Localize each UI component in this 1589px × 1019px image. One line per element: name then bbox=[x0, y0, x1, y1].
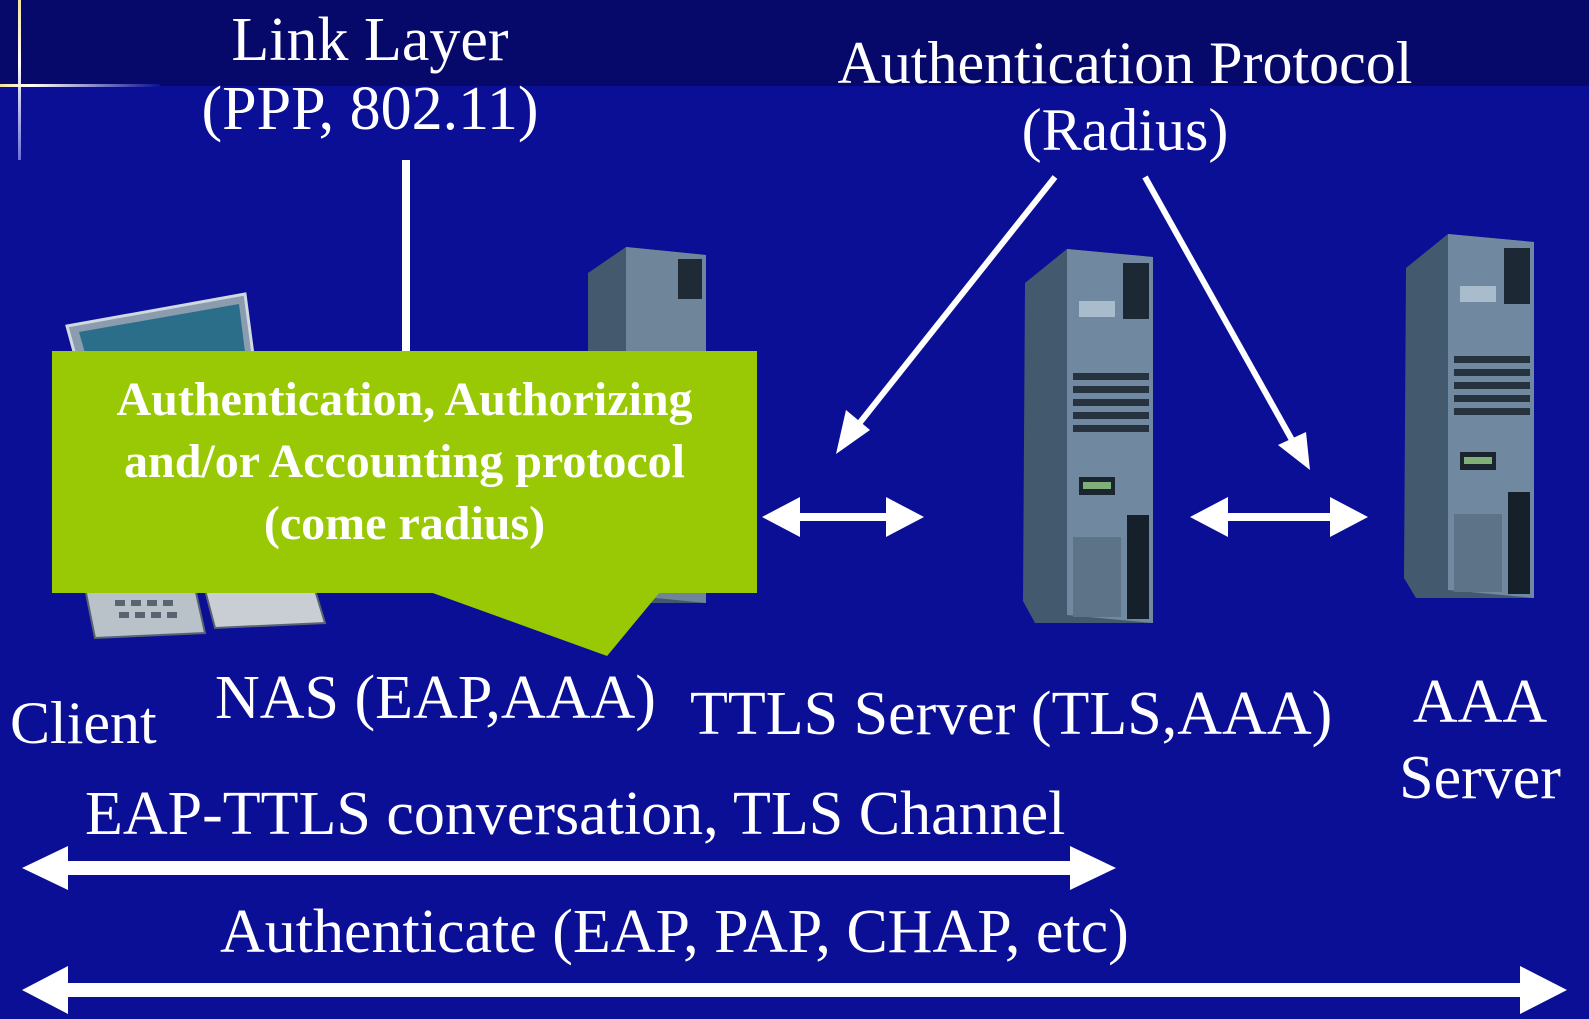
title-band bbox=[0, 0, 1589, 86]
nas-label: NAS (EAP,AAA) bbox=[215, 664, 656, 732]
nas-ttls-double-arrow bbox=[762, 497, 924, 537]
auth-protocol-name: (Radius) bbox=[1021, 97, 1229, 164]
accent-line-horizontal bbox=[0, 84, 160, 87]
eap-ttls-conversation-label: EAP-TTLS conversation, TLS Channel bbox=[85, 780, 1066, 848]
radius-arrow-left bbox=[836, 175, 1058, 454]
ttls-server-icon bbox=[1023, 249, 1153, 623]
auth-protocol-label: Authentication Protocol (Radius) bbox=[815, 30, 1435, 164]
aaa-server-label: AAA Server bbox=[1380, 664, 1580, 817]
link-layer-protocols: (PPP, 802.11) bbox=[201, 75, 539, 144]
radius-arrow-right bbox=[1142, 175, 1310, 470]
ttls-aaa-double-arrow bbox=[1190, 497, 1368, 537]
aaa-protocol-callout: Authentication, Authorizing and/or Accou… bbox=[52, 351, 757, 593]
client-label: Client bbox=[10, 690, 157, 756]
ttls-server-label: TTLS Server (TLS,AAA) bbox=[690, 680, 1333, 748]
authenticate-label: Authenticate (EAP, PAP, CHAP, etc) bbox=[220, 898, 1129, 966]
aaa-server-icon bbox=[1404, 234, 1534, 598]
accent-line-vertical bbox=[18, 0, 21, 160]
eap-ttls-arrow bbox=[22, 846, 1116, 890]
link-layer-label: Link Layer (PPP, 802.11) bbox=[170, 6, 570, 145]
link-layer-title: Link Layer bbox=[231, 6, 509, 74]
auth-protocol-title: Authentication Protocol bbox=[837, 30, 1413, 96]
aaa-server-label-line2: Server bbox=[1399, 744, 1561, 813]
authenticate-arrow bbox=[22, 966, 1567, 1014]
aaa-server-label-line1: AAA bbox=[1412, 668, 1548, 736]
